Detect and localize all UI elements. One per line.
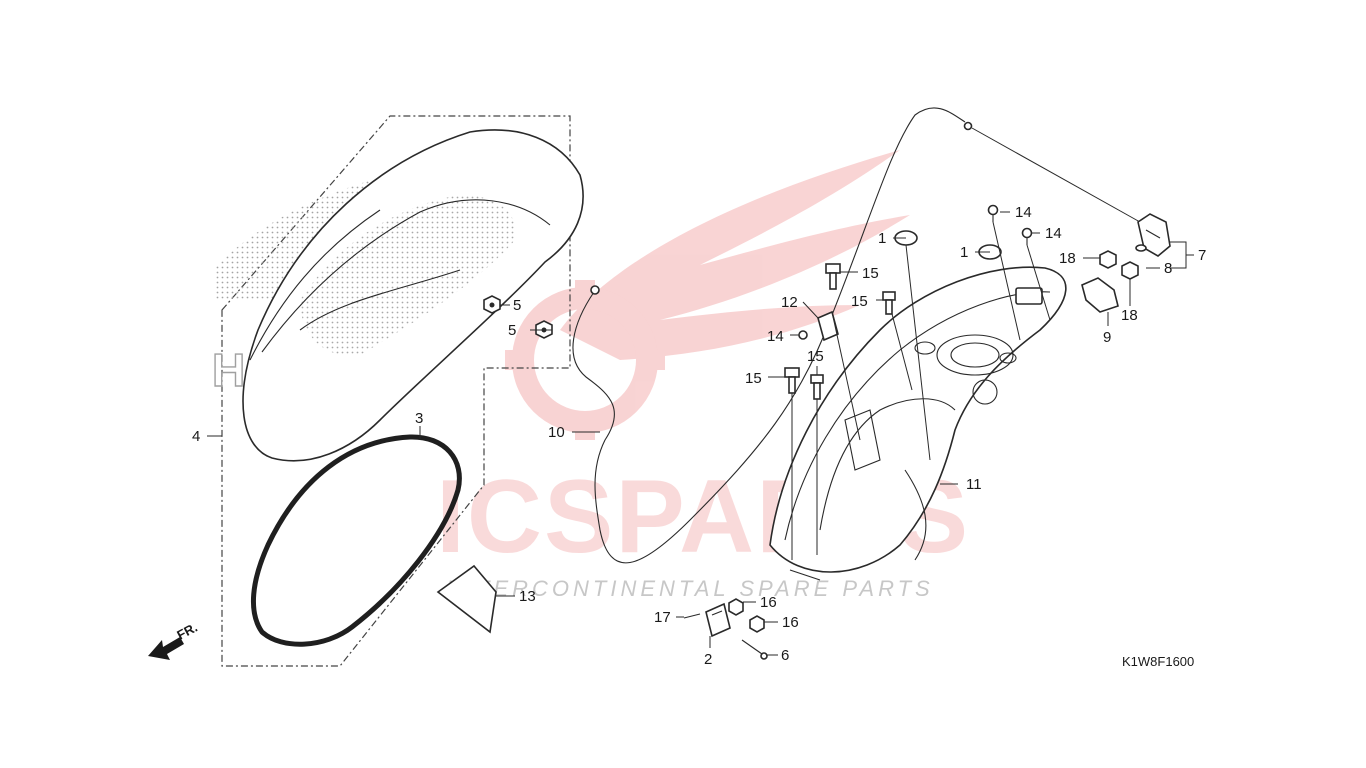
callout-16-lower: 16 <box>782 614 799 631</box>
front-direction-arrow-icon <box>148 637 184 660</box>
nut-16-lower <box>749 615 765 633</box>
callout-13: 13 <box>519 588 536 605</box>
callout-5-lower: 5 <box>508 322 516 339</box>
screw-14-right <box>1021 227 1033 245</box>
bolt-15-mid <box>882 291 896 315</box>
callout-18-left: 18 <box>1059 250 1076 267</box>
callout-5-upper: 5 <box>513 297 521 314</box>
watermark-wing-logo <box>505 150 910 440</box>
seat-lock-cable-short <box>572 285 615 531</box>
pin-17 <box>683 613 701 619</box>
callout-14-top: 14 <box>1015 204 1032 221</box>
seat-latch-assembly <box>1135 213 1171 257</box>
screw-14-top <box>987 204 999 222</box>
bolt-18-right <box>1121 261 1139 280</box>
clip-12 <box>817 310 839 342</box>
callout-14-right: 14 <box>1045 225 1062 242</box>
callout-15-mid: 15 <box>851 293 868 310</box>
callout-17: 17 <box>654 609 671 626</box>
callout-1-left: 1 <box>878 230 886 247</box>
callout-11: 11 <box>966 476 982 493</box>
callout-7: 7 <box>1198 247 1206 264</box>
callout-8: 8 <box>1164 260 1172 277</box>
seat-group-frame <box>221 115 571 667</box>
callout-12: 12 <box>781 294 798 311</box>
seat-nut-upper <box>483 295 501 314</box>
callout-18-right: 18 <box>1121 307 1138 324</box>
watermark-tagline: INTERCONTINENTAL SPARE PARTS <box>446 576 934 601</box>
callout-3: 3 <box>415 410 423 427</box>
latch-cover-9 <box>1081 277 1119 313</box>
bolt-15-upper <box>825 263 841 290</box>
screw-14-left <box>798 330 808 340</box>
callout-4: 4 <box>192 428 200 445</box>
callout-1-right: 1 <box>960 244 968 261</box>
callout-6: 6 <box>781 647 789 664</box>
seat-lock-cable-long <box>599 107 1141 564</box>
luggage-box <box>769 266 1067 581</box>
seat-group: HONDA <box>211 115 584 667</box>
hinge-bracket-2 <box>705 602 731 638</box>
callout-9: 9 <box>1103 329 1111 346</box>
bolt-18-left <box>1099 250 1117 269</box>
nut-16-upper <box>728 598 744 616</box>
callout-16-upper: 16 <box>760 594 777 611</box>
callout-15-upper: 15 <box>862 265 879 282</box>
callout-15-left: 15 <box>745 370 762 387</box>
callout-2: 2 <box>704 651 712 668</box>
leader-lines <box>207 211 1194 656</box>
seat-rubber-seal <box>250 434 462 647</box>
callout-15-lower: 15 <box>807 348 824 365</box>
diagram-code: K1W8F1600 <box>1122 654 1194 669</box>
seat <box>242 129 584 462</box>
bolt-15-lower <box>810 374 824 400</box>
pin-6 <box>741 639 768 660</box>
callout-14-left: 14 <box>767 328 784 345</box>
small-seal-piece <box>436 564 497 634</box>
front-direction-indicator: FR. <box>148 620 200 660</box>
callout-labels: 4 3 5 5 10 13 1 1 14 14 14 15 15 15 15 1… <box>192 204 1206 668</box>
callout-10: 10 <box>548 424 565 441</box>
